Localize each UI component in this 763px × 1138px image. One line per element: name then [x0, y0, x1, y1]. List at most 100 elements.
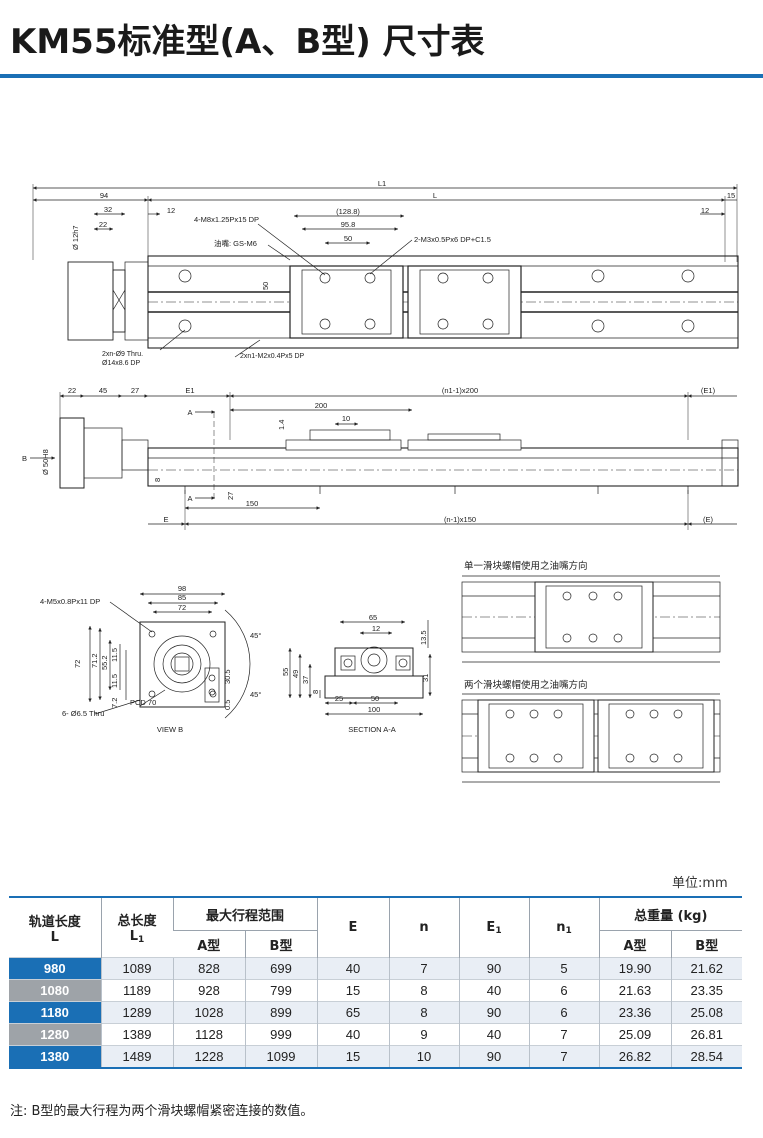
- dim-side-n1x200: (n1-1)x200: [442, 386, 478, 395]
- header-rail-symbol: L: [50, 929, 59, 945]
- cell-e1: 90: [458, 957, 529, 980]
- viewb-holes-callout: 6- Ø6.5 Thru: [62, 709, 104, 718]
- dim-side-22: 22: [68, 386, 76, 395]
- dim-side-150: 150: [246, 499, 259, 508]
- header-rail-length: 轨道长度 L: [9, 897, 101, 958]
- cell-stroke-b: 799: [244, 979, 317, 1002]
- dim-sec-31: 31: [421, 674, 430, 682]
- header-total-subscript: 1: [138, 935, 145, 945]
- cell-total-length: 1189: [100, 979, 173, 1002]
- dim-sec-49: 49: [291, 670, 300, 678]
- header-e: E: [316, 897, 389, 958]
- dim-side-45: 45: [99, 386, 107, 395]
- cell-n: 9: [388, 1023, 459, 1046]
- dim-sec-55: 55: [281, 668, 290, 676]
- hole-callout-1: 2xn-Ø9 Thru.: [102, 351, 143, 358]
- dim-128-8: (128.8): [336, 207, 360, 216]
- cell-stroke-a: 1128: [172, 1023, 245, 1046]
- thread-callout-2: 2-M3x0.5Px6 DP+C1.5: [414, 235, 491, 244]
- cell-e1: 40: [458, 979, 529, 1002]
- dim-95-8: 95.8: [341, 220, 356, 229]
- dim-sec-65: 65: [369, 613, 377, 622]
- cell-weight-a: 25.09: [598, 1023, 671, 1046]
- header-e1-symbol: E: [486, 919, 496, 935]
- dim-viewb-v72: 72: [73, 660, 82, 668]
- dim-15: 15: [727, 191, 735, 200]
- cell-n1: 7: [528, 1045, 599, 1069]
- viewb-thread-callout: 4-M5x0.8Px11 DP: [40, 597, 100, 606]
- header-n1: n1: [528, 897, 599, 958]
- cell-total-length: 1089: [100, 957, 173, 980]
- dim-side-e-right: (E): [703, 515, 714, 524]
- cell-total-length: 1389: [100, 1023, 173, 1046]
- table-row: 1280 1389 1128 999 40 9 40 7 25.09 26.81: [9, 1023, 742, 1046]
- section-mark-a-bottom: A: [187, 494, 192, 503]
- cell-rail-length: 1080: [9, 979, 101, 1002]
- cell-stroke-b: 999: [244, 1023, 317, 1046]
- cell-stroke-a: 928: [172, 979, 245, 1002]
- dim-phi50: Ø 50H8: [41, 449, 50, 475]
- dim-phi12: Ø 12h7: [71, 225, 80, 250]
- dim-12-left: 12: [167, 206, 175, 215]
- header-e1: E1: [458, 897, 529, 958]
- oil-nipple-callout: 油嘴: GS-M6: [214, 238, 257, 248]
- dim-viewb-v71-2: 71.2: [90, 653, 99, 668]
- cell-weight-b: 21.62: [670, 957, 742, 980]
- angle-45-bottom: 45°: [250, 690, 261, 699]
- footnote: 注: B型的最大行程为两个滑块螺帽紧密连接的数值。: [10, 1104, 314, 1119]
- dim-side-e1-right: (E1): [701, 386, 716, 395]
- cell-e: 15: [316, 1045, 389, 1069]
- dim-12-right: 12: [701, 206, 709, 215]
- cell-rail-length: 1180: [9, 1001, 101, 1024]
- dim-sec-25: 25: [335, 694, 343, 703]
- thread-callout-3: 2xn1-M2x0.4Px5 DP: [240, 353, 305, 360]
- oil-detail-double: [461, 693, 721, 783]
- header-stroke: 最大行程范围: [172, 897, 317, 931]
- cell-total-length: 1289: [100, 1001, 173, 1024]
- cell-stroke-b: 899: [244, 1001, 317, 1024]
- technical-drawing: L1 L 94 32 22 12 12 15 4-M8x1.25Px15 DP …: [22, 179, 739, 783]
- dim-viewb-v7-2: 7.2: [110, 698, 119, 708]
- dim-94: 94: [100, 191, 108, 200]
- angle-45-top: 45°: [250, 631, 261, 640]
- cell-weight-a: 23.36: [598, 1001, 671, 1024]
- thread-callout-1: 4-M8x1.25Px15 DP: [194, 215, 259, 224]
- dim-sec-50: 50: [371, 694, 379, 703]
- dim-viewb-v11-5-a: 11.5: [110, 648, 119, 662]
- viewb-caption: VIEW B: [157, 725, 183, 734]
- cell-stroke-a: 1228: [172, 1045, 245, 1069]
- cell-rail-length: 1280: [9, 1023, 101, 1046]
- cell-e1: 40: [458, 1023, 529, 1046]
- table-row: 1180 1289 1028 899 65 8 90 6 23.36 25.08: [9, 1001, 742, 1024]
- top-view: [32, 184, 739, 358]
- dim-22: 22: [99, 220, 107, 229]
- cell-stroke-b: 1099: [244, 1045, 317, 1069]
- cell-total-length: 1489: [100, 1045, 173, 1069]
- dim-sec-100: 100: [368, 705, 381, 714]
- oil-single-caption: 单一滑块螺帽使用之油嘴方向: [464, 560, 588, 572]
- header-n: n: [388, 897, 459, 958]
- oil-double-caption: 两个滑块螺帽使用之油嘴方向: [464, 679, 588, 691]
- unit-label: 单位:mm: [672, 876, 728, 891]
- header-total-length: 总长度 L1: [100, 897, 173, 958]
- dim-side-10: 10: [342, 414, 350, 423]
- cell-stroke-a: 828: [172, 957, 245, 980]
- dim-side-8: 8: [153, 478, 162, 482]
- view-mark-b: B: [22, 454, 27, 463]
- header-weight: 总重量 (kg): [598, 897, 742, 931]
- cell-stroke-a: 1028: [172, 1001, 245, 1024]
- section-mark-a-top: A: [187, 408, 192, 417]
- dim-viewb-v11-5-b: 11.5: [110, 674, 119, 688]
- table-row: 1380 1489 1228 1099 15 10 90 7 26.82 28.…: [9, 1045, 742, 1069]
- dim-side-e: E: [163, 515, 168, 524]
- title-rule: [0, 74, 763, 78]
- cell-n1: 6: [528, 979, 599, 1002]
- cell-e: 65: [316, 1001, 389, 1024]
- cell-e1: 90: [458, 1001, 529, 1024]
- header-n1-symbol: n: [556, 919, 566, 935]
- dim-side-1-4: 1.4: [277, 420, 286, 430]
- dim-sec-12: 12: [372, 624, 380, 633]
- hole-callout-2: Ø14x8.6 DP: [102, 360, 140, 367]
- oil-detail-single: [461, 575, 721, 663]
- header-total-symbol: L: [129, 929, 139, 944]
